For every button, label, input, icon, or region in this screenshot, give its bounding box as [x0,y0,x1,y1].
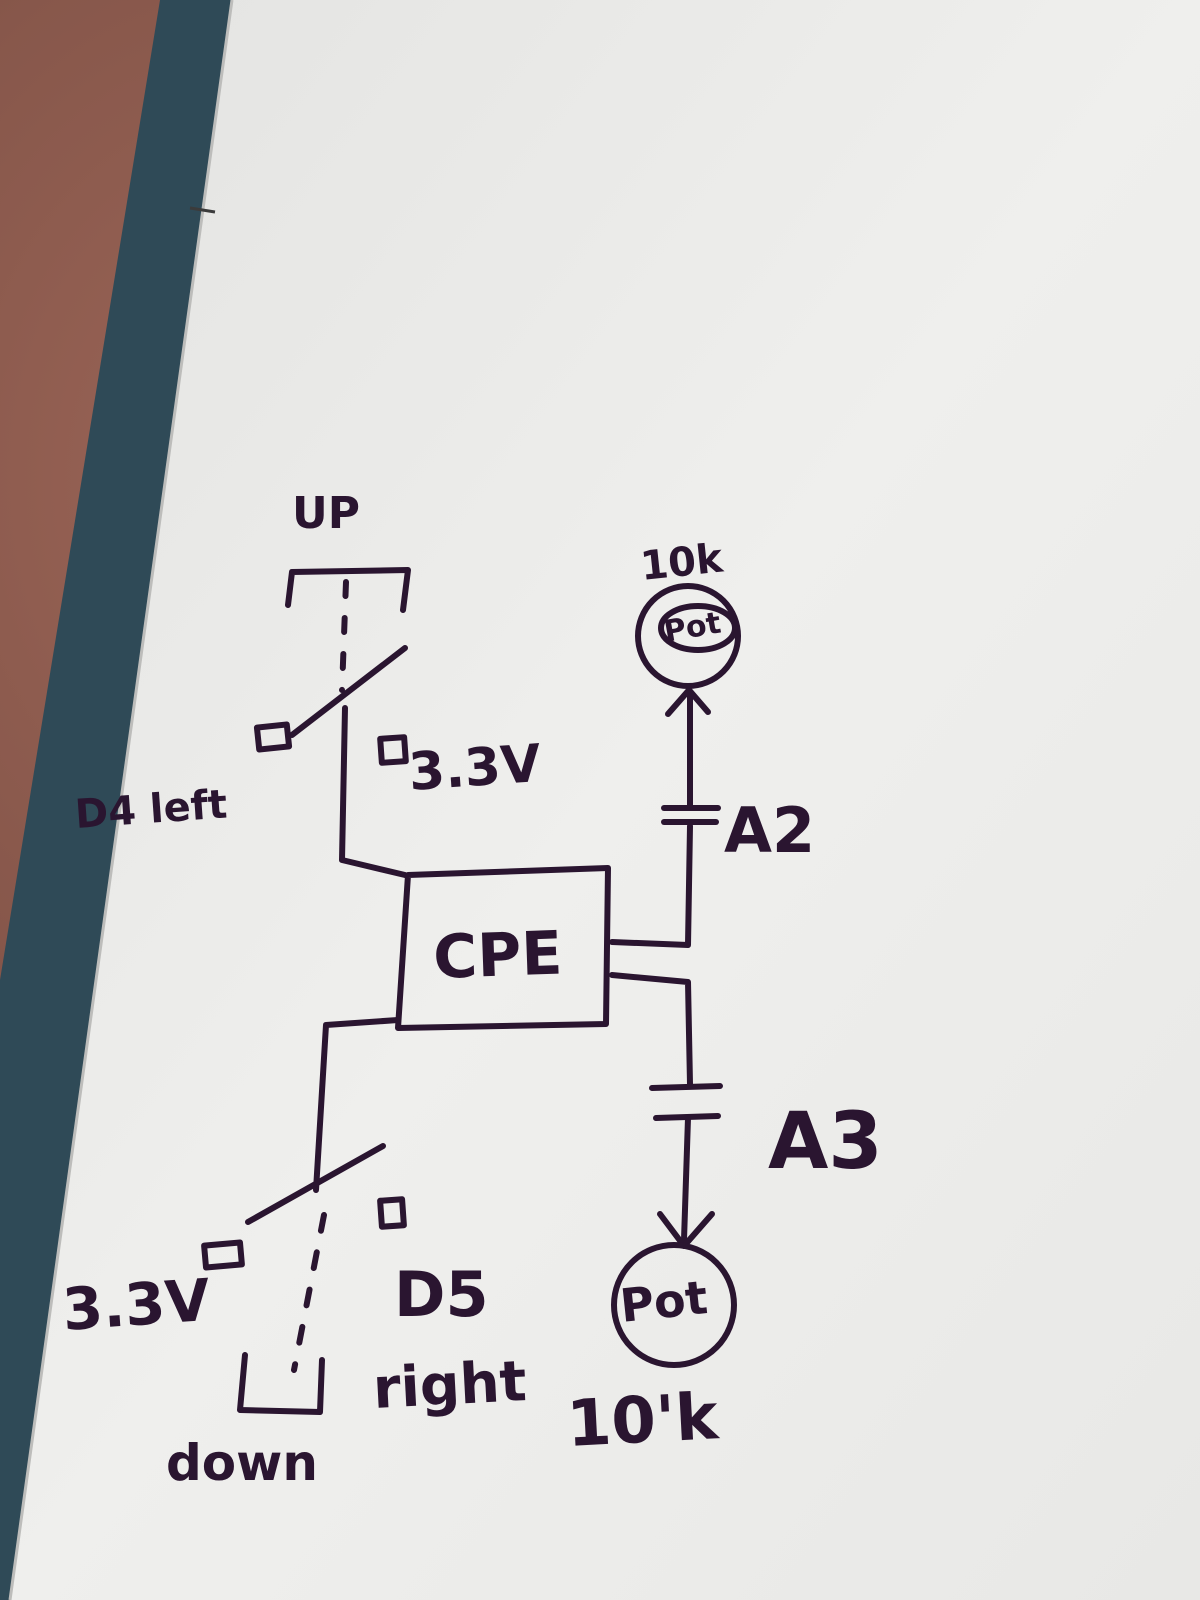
chip-label: CPE [432,919,563,993]
a2-arrow [665,687,711,717]
top-left-pad [253,721,293,753]
up-label: UP [292,488,360,539]
bottom-left-pad [201,1239,245,1271]
top-left-pad-label: D4 left [73,781,228,838]
chip-box [395,865,611,1031]
up-button-bracket [285,567,411,613]
down-button-bracket [237,1352,325,1415]
bottom-switch-wire [313,1017,401,1193]
top-pot-label-ring [658,603,738,653]
top-right-pad [377,734,409,766]
pot-bottom-label: Pot [618,1270,710,1333]
right-label: right [371,1349,528,1422]
a3-lower-wire [681,1115,691,1243]
capacitor-a2-label: A2 [724,794,815,867]
a3-upper-wire [609,972,693,1087]
top-pot-circle [635,583,741,689]
paper-notch [189,206,216,214]
pot-top-value: 10k [638,535,726,589]
paper-sheet [10,0,1200,1600]
bottom-pot-circle [611,1242,737,1368]
top-switch-wire [339,705,408,878]
a3-plate-top [649,1083,723,1091]
a2-lower-wire [609,823,693,948]
bottom-left-pad-label: 3.3V [60,1266,212,1344]
paper-edge [8,0,234,1600]
pot-bottom-value: 10'k [565,1380,721,1462]
bottom-right-pad [377,1196,407,1230]
capacitor-a3-label: A3 [768,1097,883,1187]
top-right-pad-label: 3.3V [407,734,543,803]
down-plunger-dash [291,1212,327,1373]
down-label: down [166,1434,318,1492]
bottom-right-pad-label: D5 [394,1258,489,1331]
labels: UP 10k Pot D4 left 3.3V A2 CPE A3 3.3V D… [60,488,882,1492]
circuit-drawing [201,567,741,1415]
top-switch-lever [289,645,408,738]
bottom-switch-lever [245,1143,386,1225]
